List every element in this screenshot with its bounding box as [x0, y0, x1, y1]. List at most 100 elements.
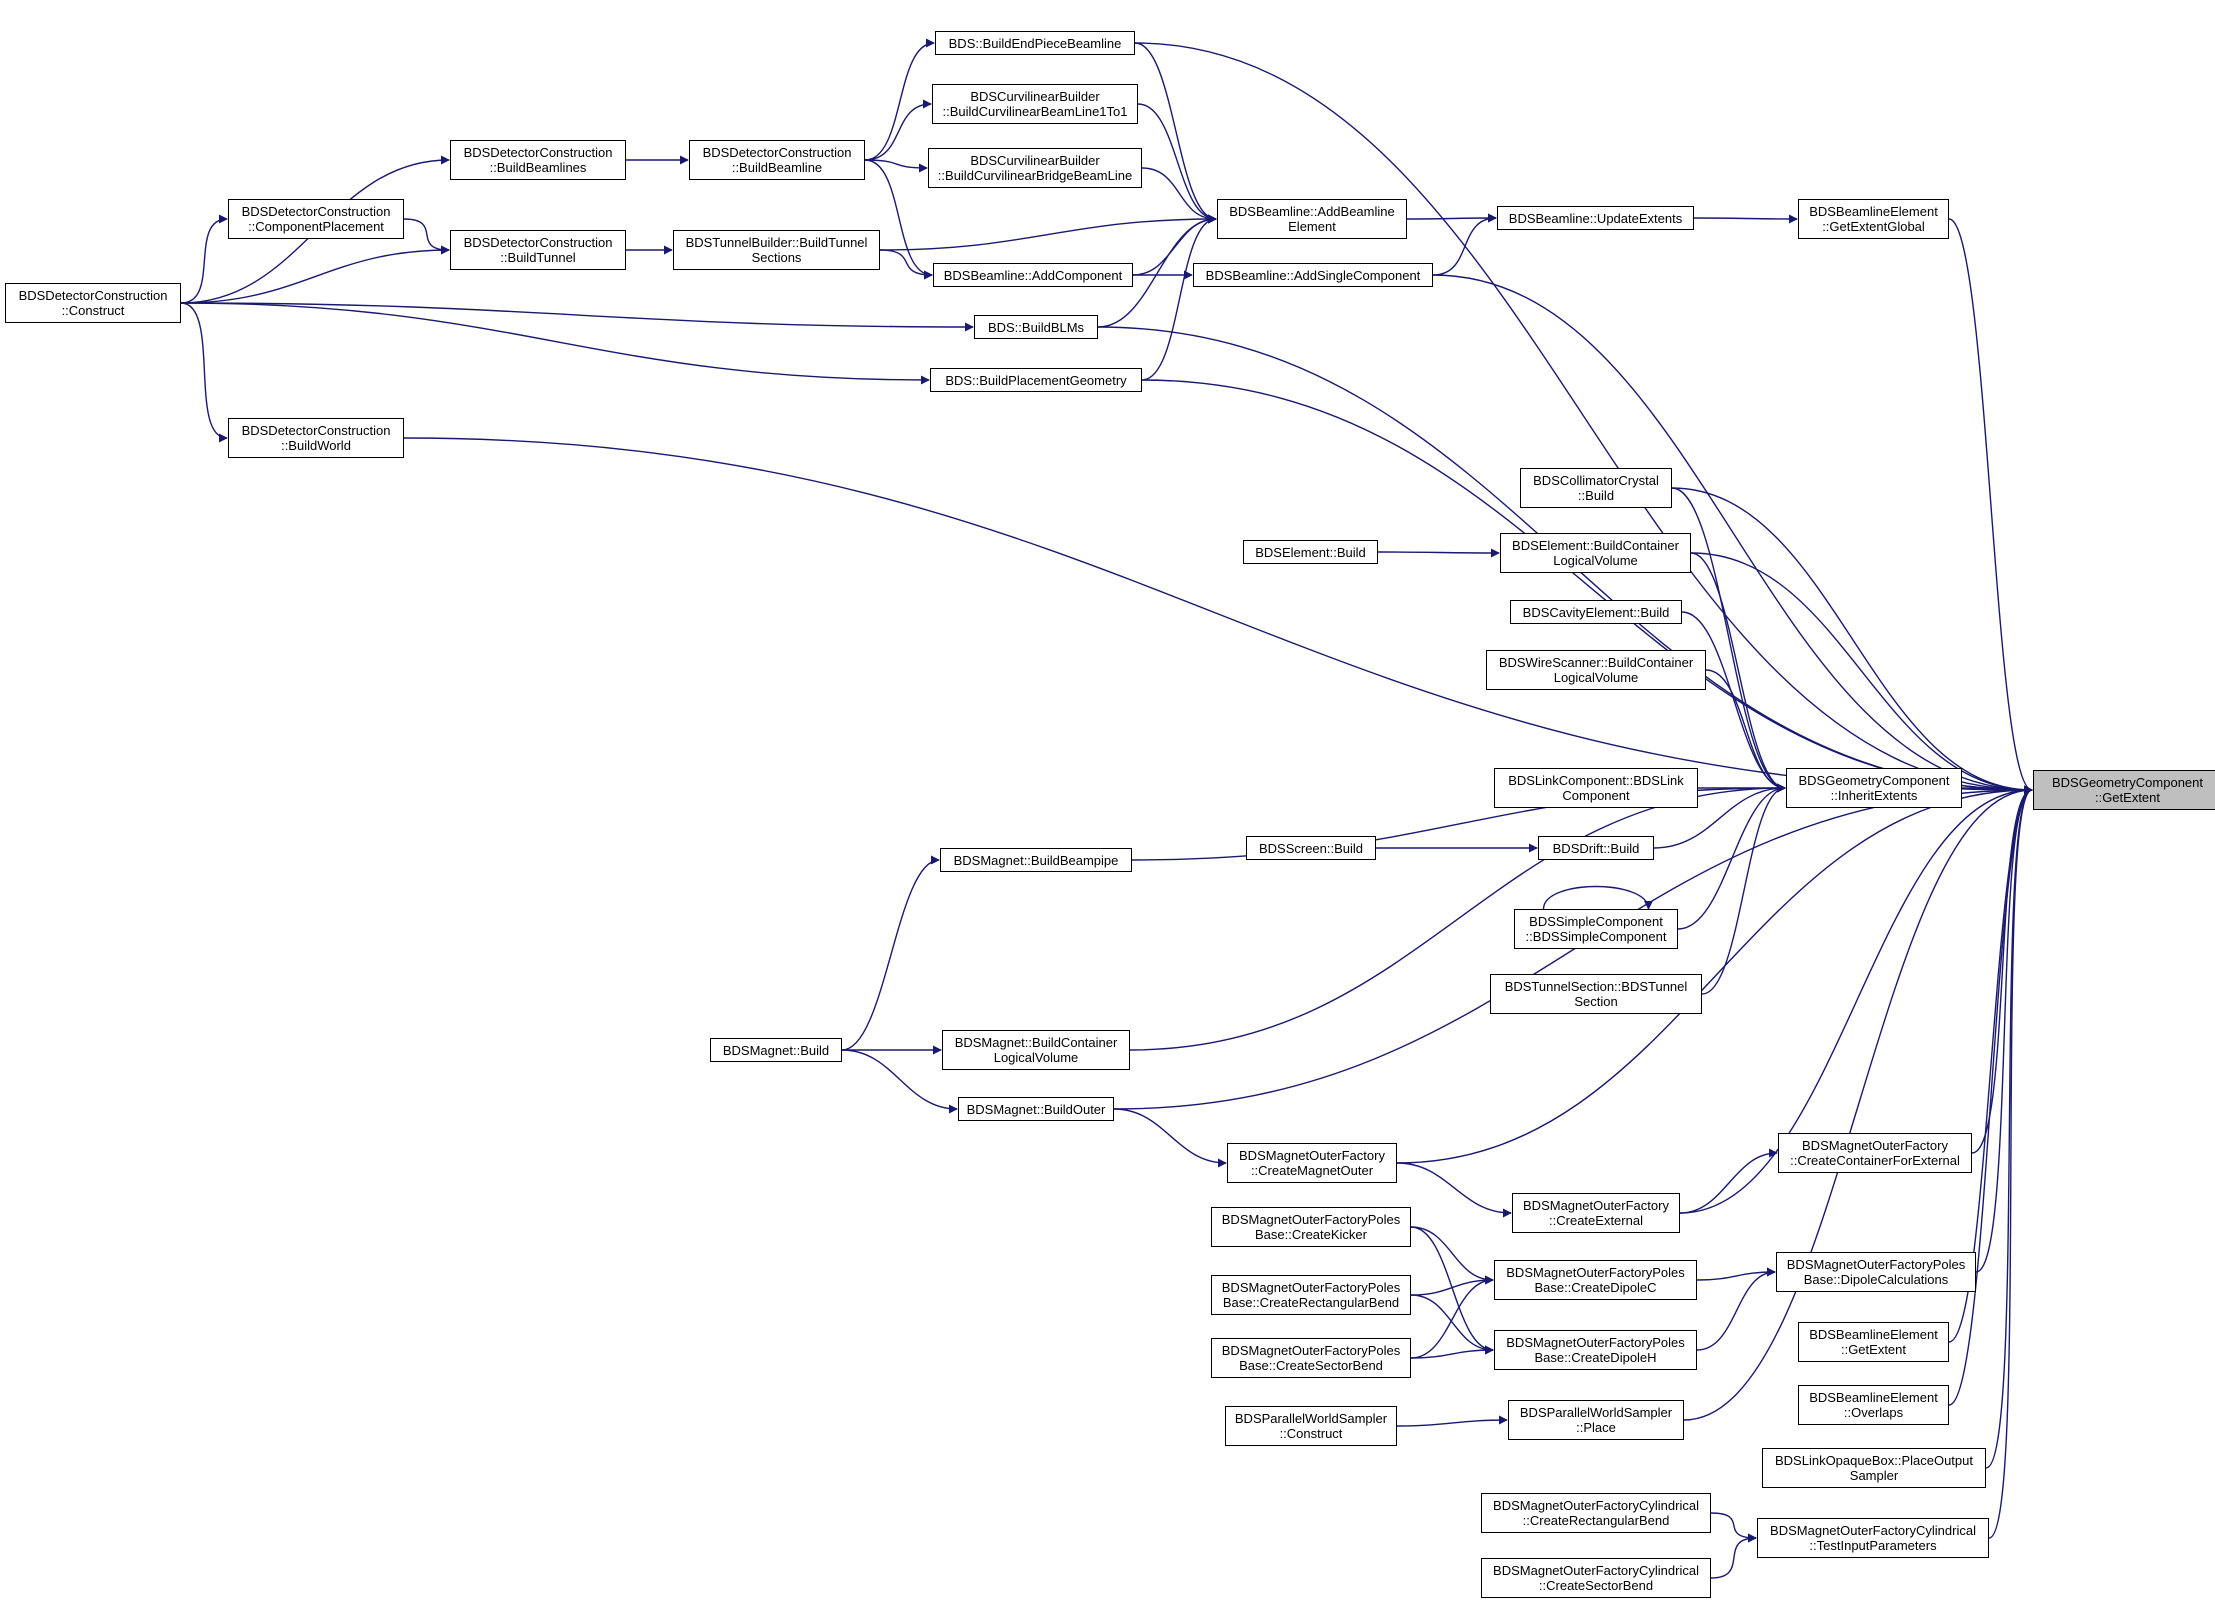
node-getextent[interactable]: BDSGeometryComponent::GetExtent	[2033, 770, 2215, 810]
node-label-line: LogicalVolume	[993, 1050, 1079, 1065]
node-cyl_rectbend[interactable]: BDSMagnetOuterFactoryCylindrical::Create…	[1481, 1493, 1711, 1533]
node-label-line: BDSElement::Build	[1255, 544, 1366, 560]
edge-magnet_build-to-magnet_outer	[841, 1049, 958, 1114]
node-addcomponent[interactable]: BDSBeamline::AddComponent	[933, 263, 1133, 287]
node-label-line: BDSGeometryComponent	[1798, 773, 1950, 788]
node-magnet_outer[interactable]: BDSMagnet::BuildOuter	[958, 1097, 1114, 1121]
node-cavity_build[interactable]: BDSCavityElement::Build	[1510, 600, 1682, 624]
node-label-line: Base::CreateRectangularBend	[1222, 1295, 1400, 1310]
node-addsinglecomponent[interactable]: BDSBeamline::AddSingleComponent	[1193, 263, 1433, 287]
node-curvbridge[interactable]: BDSCurvilinearBuilder::BuildCurvilinearB…	[928, 148, 1142, 188]
node-mof_createmagnetouter[interactable]: BDSMagnetOuterFactory::CreateMagnetOuter	[1227, 1143, 1397, 1183]
node-label-line: Base::DipoleCalculations	[1803, 1272, 1949, 1287]
node-label-line: BDSMagnetOuterFactory	[1239, 1148, 1385, 1163]
edge-dc_componentplacement-to-dc_buildtunnel	[403, 218, 450, 255]
node-label-line: ::BuildBeamlines	[489, 160, 587, 175]
node-label-line: BDSGeometryComponent	[2051, 775, 2203, 790]
node-mof_containerforexternal[interactable]: BDSMagnetOuterFactory::CreateContainerFo…	[1778, 1133, 1972, 1173]
edge-buildplacement-to-getextent	[1141, 379, 2033, 795]
node-mof_createexternal[interactable]: BDSMagnetOuterFactory::CreateExternal	[1512, 1193, 1680, 1233]
node-label-line: BDSBeamline::AddComponent	[943, 267, 1123, 283]
edge-magnet_build-to-magnet_beampipe	[841, 855, 940, 1051]
edge-buildendpiece-to-addbeamlineelement	[1134, 42, 1217, 224]
edge-pb_sectorbend-to-pb_dipoleh	[1410, 1345, 1494, 1359]
node-label-line: ::CreateMagnetOuter	[1250, 1163, 1374, 1178]
node-label-line: ::Overlaps	[1843, 1405, 1904, 1420]
node-label-line: ::BDSSimpleComponent	[1525, 929, 1667, 944]
node-label-line: BDSTunnelBuilder::BuildTunnel	[685, 235, 868, 250]
node-curv1to1[interactable]: BDSCurvilinearBuilder::BuildCurvilinearB…	[932, 84, 1138, 124]
node-label-line: BDSParallelWorldSampler	[1234, 1411, 1388, 1426]
node-dc_buildworld[interactable]: BDSDetectorConstruction::BuildWorld	[228, 418, 404, 458]
node-collimatorcrystal[interactable]: BDSCollimatorCrystal::Build	[1520, 468, 1672, 508]
node-updateextents[interactable]: BDSBeamline::UpdateExtents	[1497, 206, 1694, 230]
node-pws_construct[interactable]: BDSParallelWorldSampler::Construct	[1225, 1406, 1397, 1446]
node-dc_buildbeamline[interactable]: BDSDetectorConstruction::BuildBeamline	[689, 140, 865, 180]
edge-pws_place-to-getextent	[1683, 785, 2033, 1421]
node-label-line: BDSMagnet::Build	[722, 1042, 830, 1058]
node-buildendpiece[interactable]: BDS::BuildEndPieceBeamline	[935, 31, 1135, 55]
edge-dc_construct-to-dc_buildtunnel	[180, 245, 450, 304]
node-label-line: LogicalVolume	[1553, 553, 1638, 568]
node-cyl_testinput[interactable]: BDSMagnetOuterFactoryCylindrical::TestIn…	[1757, 1518, 1989, 1558]
node-label-line: BDSDrift::Build	[1552, 840, 1640, 856]
node-dc_buildbeamlines[interactable]: BDSDetectorConstruction::BuildBeamlines	[450, 140, 626, 180]
node-label-line: BDSTunnelSection::BDSTunnel	[1504, 979, 1688, 994]
node-label-line: ::Construct	[1279, 1426, 1343, 1441]
node-label-line: BDSDetectorConstruction	[18, 288, 168, 303]
node-getextentglobal[interactable]: BDSBeamlineElement::GetExtentGlobal	[1798, 199, 1949, 239]
node-dc_componentplacement[interactable]: BDSDetectorConstruction::ComponentPlacem…	[228, 199, 404, 239]
node-simplecomponent[interactable]: BDSSimpleComponent::BDSSimpleComponent	[1514, 909, 1678, 949]
node-pws_place[interactable]: BDSParallelWorldSampler::Place	[1508, 1400, 1684, 1440]
edge-pb_dipoleh-to-pb_dipolecalc	[1696, 1267, 1776, 1351]
node-label-line: ::InheritExtents	[1830, 788, 1918, 803]
node-label-line: BDSBeamlineElement	[1809, 1390, 1938, 1405]
node-buildplacement[interactable]: BDS::BuildPlacementGeometry	[930, 368, 1142, 392]
node-label-line: ::BuildWorld	[281, 438, 351, 453]
node-label-line: LogicalVolume	[1553, 670, 1639, 685]
edge-pws_construct-to-pws_place	[1396, 1415, 1508, 1427]
edge-getextentglobal-to-getextent	[1948, 218, 2033, 795]
node-label-line: BDSMagnet::BuildContainer	[954, 1035, 1118, 1050]
node-label-line: BDSBeamlineElement	[1809, 1327, 1938, 1342]
edge-pb_kicker-to-pb_dipoleh	[1410, 1226, 1494, 1355]
node-magnet_beampipe[interactable]: BDSMagnet::BuildBeampipe	[940, 848, 1132, 872]
node-label-line: Base::CreateDipoleC	[1534, 1280, 1657, 1295]
node-label-line: BDSBeamline::AddBeamline	[1229, 204, 1395, 219]
node-label-line: BDSDetectorConstruction	[463, 145, 613, 160]
edge-buildplacement-to-addbeamlineelement	[1141, 214, 1217, 381]
node-ble_overlaps[interactable]: BDSBeamlineElement::Overlaps	[1798, 1385, 1949, 1425]
node-screen_build[interactable]: BDSScreen::Build	[1246, 836, 1376, 860]
node-inheritextents[interactable]: BDSGeometryComponent::InheritExtents	[1786, 768, 1962, 808]
node-label-line: BDSMagnetOuterFactoryPoles	[1506, 1335, 1685, 1350]
edge-mof_createmagnetouter-to-getextent	[1396, 785, 2033, 1164]
edge-tunnelsection-to-inheritextents	[1701, 783, 1786, 995]
node-label-line: BDSMagnetOuterFactoryPoles	[1221, 1343, 1401, 1358]
node-label-line: ::GetExtentGlobal	[1822, 219, 1925, 234]
node-ble_getextent[interactable]: BDSBeamlineElement::GetExtent	[1798, 1322, 1949, 1362]
node-cyl_sectorbend[interactable]: BDSMagnetOuterFactoryCylindrical::Create…	[1481, 1558, 1711, 1598]
node-buildblms[interactable]: BDS::BuildBLMs	[974, 315, 1098, 339]
node-label-line: BDSLinkOpaqueBox::PlaceOutput	[1774, 1453, 1973, 1468]
node-label-line: Component	[1562, 788, 1630, 803]
node-magnet_build[interactable]: BDSMagnet::Build	[710, 1038, 842, 1062]
node-element_build[interactable]: BDSElement::Build	[1243, 540, 1378, 564]
node-dc_construct[interactable]: BDSDetectorConstruction::Construct	[5, 283, 181, 323]
node-drift_build[interactable]: BDSDrift::Build	[1538, 836, 1654, 860]
node-label-line: Base::CreateDipoleH	[1534, 1350, 1657, 1365]
node-dc_buildtunnel[interactable]: BDSDetectorConstruction::BuildTunnel	[450, 230, 626, 270]
